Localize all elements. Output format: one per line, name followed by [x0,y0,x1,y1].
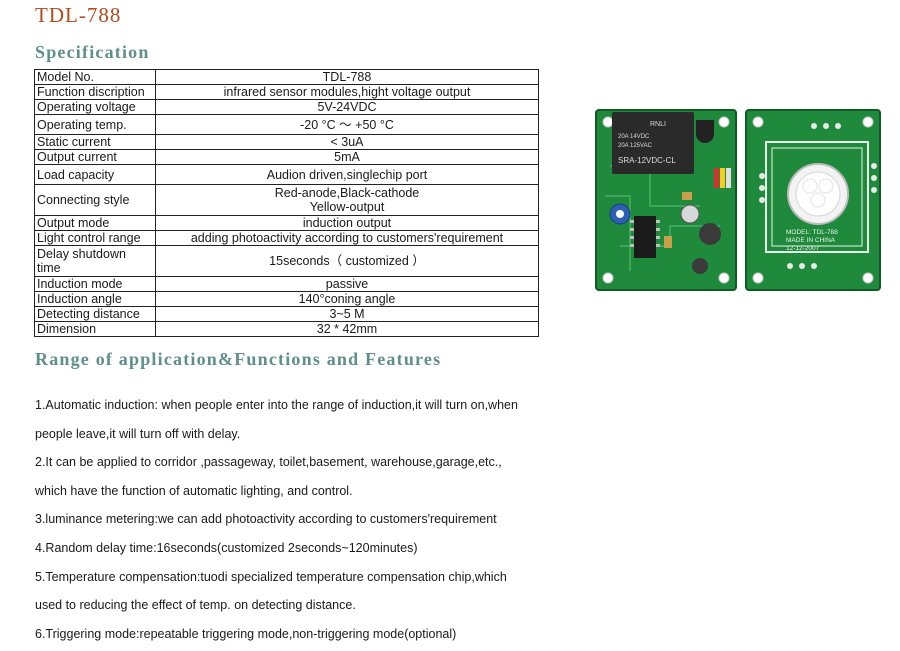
table-row: Induction mode passive [34,276,539,292]
spec-value-line: Red-anode,Black-cathode [274,186,420,200]
table-row: Induction angle 140°coning angle [34,291,539,307]
specification-table: Model No. TDL-788 Function discription i… [34,69,539,337]
spec-key: Delay shutdown time [34,245,156,277]
circuit-board-back: MODEL: TDL-788 MADE IN CHINA 12-12-2007 [745,109,881,291]
spec-value: Audion driven,singlechip port [155,164,539,185]
feature-line: used to reducing the effect of temp. on … [35,598,356,613]
board-date-marking: 12-12-2007 [786,245,820,252]
relay-model: SRA-12VDC-CL [618,156,676,165]
spec-value-line: Yellow-output [309,200,385,214]
specification-heading: Specification [35,42,150,62]
feature-line: 5.Temperature compensation:tuodi special… [35,569,507,584]
board-model-marking: MODEL: TDL-788 [786,229,838,236]
relay: RNLI 20A 14VDC 20A 125VAC SRA-12VDC-CL [612,112,694,174]
board-origin-marking: MADE IN CHINA [786,237,836,244]
spec-key: Light control range [34,230,156,246]
spec-key: Output current [34,149,156,165]
spec-value: 15seconds（ customized ） [155,245,539,277]
feature-line: which have the function of automatic lig… [35,483,353,498]
table-row: Operating temp. -20 °C ～ +50 °C [34,114,539,135]
range-heading: Range of application&Functions and Featu… [35,349,442,369]
table-row: Connecting style Red-anode,Black-cathode… [34,184,539,216]
spec-key: Output mode [34,215,156,231]
spec-key: Load capacity [34,164,156,185]
spec-key: Static current [34,134,156,150]
spec-key: Model No. [34,69,156,85]
product-title: TDL-788 [35,3,122,27]
table-row: Delay shutdown time 15seconds（ customize… [34,245,539,277]
table-row: Static current < 3uA [34,134,539,150]
spec-value: induction output [155,215,539,231]
table-row: Light control range adding photoactivity… [34,230,539,246]
spec-key: Operating voltage [34,99,156,115]
feature-line: 6.Triggering mode:repeatable triggering … [35,626,457,641]
table-row: Output current 5mA [34,149,539,165]
spec-key: Operating temp. [34,114,156,135]
spec-value: 140°coning angle [155,291,539,307]
spec-value: infrared sensor modules,hight voltage ou… [155,84,539,100]
pir-sensor-dome [787,163,849,225]
feature-line: 2.It can be applied to corridor ,passage… [35,455,502,470]
spec-value: passive [155,276,539,292]
relay-brand: RNLI [650,121,666,128]
relay-rating-1: 20A 14VDC [618,134,650,140]
product-photo: RNLI 20A 14VDC 20A 125VAC SRA-12VDC-CL [595,109,881,291]
feature-line: people leave,it will turn off with delay… [35,426,241,441]
table-row: Function discription infrared sensor mod… [34,84,539,100]
spec-value: Red-anode,Black-cathode Yellow-output [155,184,539,216]
spec-key: Connecting style [34,184,156,216]
spec-key: Function discription [34,84,156,100]
table-row: Detecting distance 3~5 M [34,306,539,322]
circuit-board-front: RNLI 20A 14VDC 20A 125VAC SRA-12VDC-CL [595,109,737,291]
relay-rating-2: 20A 125VAC [618,143,653,149]
feature-line: 4.Random delay time:16seconds(customized… [35,540,418,555]
feature-line: 3.luminance metering:we can add photoact… [35,512,497,527]
table-row: Operating voltage 5V-24VDC [34,99,539,115]
spec-value: 5mA [155,149,539,165]
spec-key: Induction angle [34,291,156,307]
spec-value: 5V-24VDC [155,99,539,115]
spec-key: Detecting distance [34,306,156,322]
spec-value: TDL-788 [155,69,539,85]
table-row: Dimension 32 * 42mm [34,321,539,337]
table-row: Load capacity Audion driven,singlechip p… [34,164,539,185]
spec-value: < 3uA [155,134,539,150]
spec-key: Dimension [34,321,156,337]
features-list: 1.Automatic induction: when people enter… [35,391,575,648]
table-row: Output mode induction output [34,215,539,231]
spec-value: adding photoactivity according to custom… [155,230,539,246]
table-row: Model No. TDL-788 [34,69,539,85]
spec-value: 3~5 M [155,306,539,322]
feature-line: 1.Automatic induction: when people enter… [35,398,518,412]
spec-value: -20 °C ～ +50 °C [155,114,539,135]
spec-value: 32 * 42mm [155,321,539,337]
spec-key: Induction mode [34,276,156,292]
